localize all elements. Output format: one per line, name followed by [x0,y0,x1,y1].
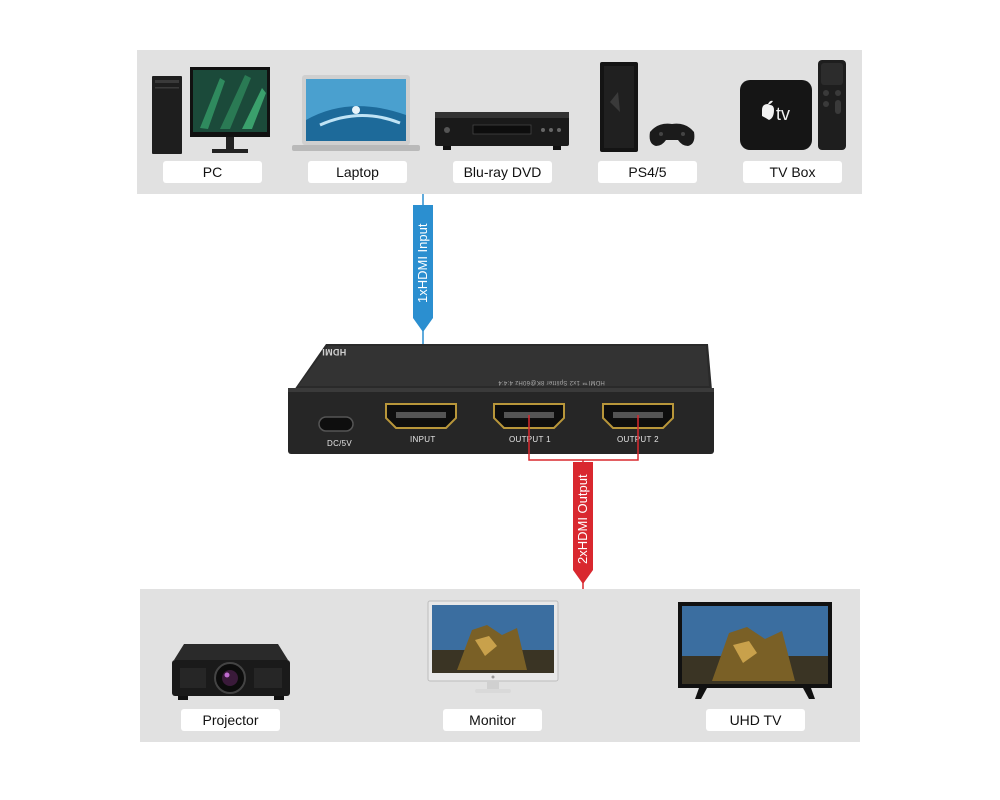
input-label-pc: PC [163,161,262,183]
hdmi-splitter [288,340,718,458]
port-label-output1: OUTPUT 1 [509,435,551,444]
input-label-ps: PS4/5 [598,161,697,183]
bluray-player-icon [433,108,571,154]
input-connection-arrow [413,205,433,332]
port-label-input: INPUT [410,435,436,444]
output-connection-label: 2xHDMI Output [575,474,590,564]
laptop-icon [290,75,420,155]
output-label-monitor: Monitor [443,709,542,731]
input-label-laptop: Laptop [308,161,407,183]
port-label-dc: DC/5V [327,439,353,448]
input-label-bluray: Blu-ray DVD [453,161,552,183]
output-label-tv: UHD TV [706,709,805,731]
pc-icon [150,63,272,158]
monitor-icon [427,600,559,700]
tv-icon [677,601,833,701]
game-console-icon [598,62,698,157]
input-label-tvbox: TV Box [743,161,842,183]
output-label-projector: Projector [181,709,280,731]
tv-box-brand-text: tv [776,104,790,124]
tv-box-icon: tv [738,60,850,155]
output-connection-arrow [573,462,593,584]
projector-icon [170,640,292,702]
